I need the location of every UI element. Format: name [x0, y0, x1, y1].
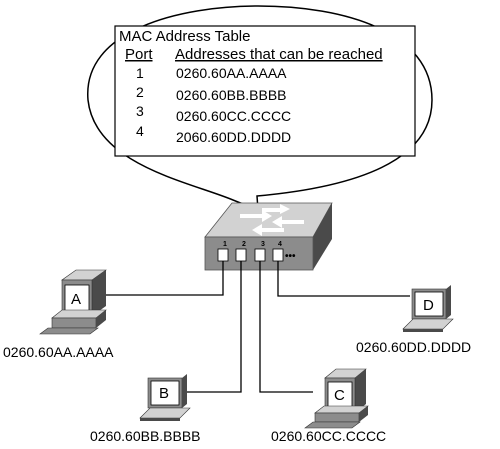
- monitor-side: [355, 369, 366, 413]
- table-row-address: 0260.60AA.AAAA: [176, 65, 287, 81]
- host-a-address: 0260.60AA.AAAA: [3, 344, 114, 360]
- laptop-screen: [150, 380, 180, 406]
- switch-arrows-icon: [240, 210, 272, 222]
- table-row-port: 1: [136, 65, 144, 81]
- link-b: [187, 261, 242, 393]
- host-d-laptop-icon[interactable]: D: [402, 285, 454, 332]
- laptop-keyboard: [139, 407, 191, 419]
- table-row-port: 4: [136, 123, 144, 139]
- laptop-keyboard: [402, 318, 454, 330]
- link-c: [259, 261, 313, 393]
- port-column-header: Port: [125, 46, 153, 63]
- table-title: MAC Address Table: [119, 28, 250, 45]
- base-front: [51, 317, 97, 329]
- more-ports-dots: •••: [285, 251, 296, 262]
- laptop-base-front: [140, 418, 180, 421]
- keyboard-icon: [304, 421, 361, 429]
- host-d-address: 0260.60DD.DDDD: [356, 339, 471, 355]
- table-row-port: 3: [136, 103, 144, 119]
- host-b-label: B: [159, 385, 169, 402]
- switch-arrows-icon: [272, 216, 304, 228]
- table-row-port: 2: [136, 84, 144, 100]
- host-b-laptop-icon[interactable]: B: [139, 374, 191, 421]
- switch-port-3[interactable]: [254, 248, 266, 262]
- table-box: [114, 25, 416, 157]
- switch-port-label: 2: [242, 241, 246, 248]
- host-a-label: A: [71, 291, 81, 308]
- table-row-address: 0260.60BB.BBBB: [176, 87, 287, 103]
- link-d: [277, 261, 410, 297]
- monitor-screen: [64, 284, 90, 312]
- laptop-base-front: [403, 329, 443, 332]
- table-row-address: 0260.60CC.CCCC: [176, 108, 291, 124]
- host-c-pc-icon[interactable]: C: [304, 368, 369, 429]
- host-b-address: 0260.60BB.BBBB: [90, 428, 201, 444]
- address-column-header: Addresses that can be reached: [175, 46, 383, 63]
- host-a-pc-icon[interactable]: A: [39, 269, 107, 335]
- keyboard-icon: [39, 327, 99, 335]
- laptop-lid-side: [446, 285, 451, 319]
- switch-icon: 1 2 3 4 •••: [204, 202, 333, 271]
- switch-port-label: 1: [223, 241, 227, 248]
- host-c-address: 0260.60CC.CCCC: [271, 428, 386, 444]
- base-side: [96, 310, 106, 328]
- host-c-label: C: [334, 387, 345, 404]
- switch-port-1[interactable]: [217, 248, 229, 262]
- host-d-label: D: [423, 297, 434, 314]
- mac-table-bubble: MAC Address Table Port Addresses that ca…: [87, 5, 433, 212]
- switch-arrows-icon: [252, 224, 284, 236]
- switch-right-side: [313, 203, 332, 270]
- switch-port-2[interactable]: [235, 248, 247, 262]
- switch-arrows-icon: [262, 204, 290, 214]
- table-row-address: 2060.60DD.DDDD: [176, 129, 291, 145]
- laptop-lid-side: [182, 374, 187, 408]
- switch-port-label: 3: [261, 241, 265, 248]
- switch-port-4[interactable]: [272, 248, 284, 262]
- laptop-screen: [414, 291, 444, 317]
- monitor-side: [92, 270, 106, 316]
- base-front: [314, 412, 360, 423]
- base-top: [314, 405, 369, 414]
- switch-port-label: 4: [278, 241, 282, 248]
- base-side: [359, 406, 368, 422]
- link-a: [105, 261, 224, 296]
